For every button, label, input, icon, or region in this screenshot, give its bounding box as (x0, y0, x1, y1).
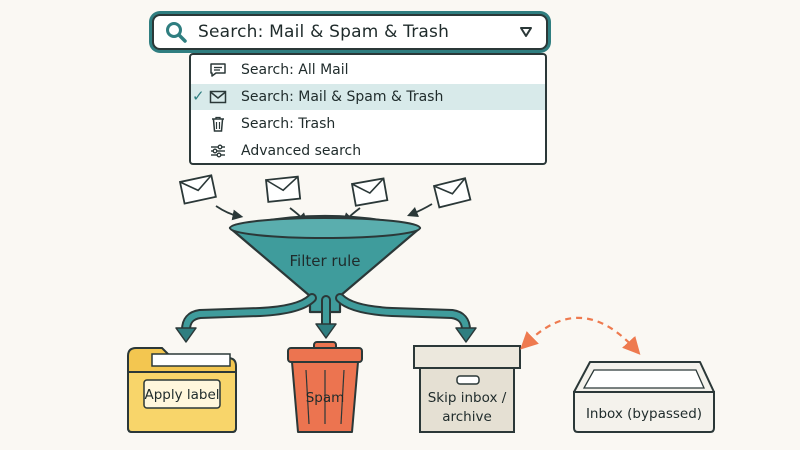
selected-check-icon: ✓ (192, 87, 205, 105)
search-scope-menu: Search: All Mail Search: Mail & Spam & T… (189, 53, 547, 165)
destination-label-apply-label: Apply label (144, 387, 219, 403)
sliders-icon (209, 143, 227, 159)
funnel-label: Filter rule (290, 252, 361, 270)
search-icon (162, 18, 190, 46)
chevron-down-icon[interactable] (516, 22, 536, 42)
arrow-head (175, 327, 197, 343)
menu-item-advanced-search[interactable]: Advanced search (191, 138, 545, 164)
destination-label-archive-line2: archive (442, 409, 492, 425)
destination-label-archive-line1: Skip inbox / (428, 390, 507, 406)
envelope-icon (350, 177, 389, 207)
bypass-arrow (520, 316, 641, 355)
envelope-icon (265, 175, 302, 203)
arrow-icon (406, 203, 433, 218)
envelope-icon (432, 177, 472, 209)
destination-label-inbox: Inbox (bypassed) (586, 406, 702, 422)
menu-item-trash[interactable]: Search: Trash (191, 111, 545, 137)
trash-icon (209, 116, 227, 132)
arrow-icon (215, 205, 244, 221)
menu-item-mail-spam-trash[interactable]: Search: Mail & Spam & Trash (191, 84, 545, 110)
inbox-tray-icon (573, 361, 715, 433)
menu-item-label: Search: Trash (241, 116, 336, 132)
envelope-icon (209, 89, 227, 105)
comment-icon (209, 62, 227, 78)
search-bar[interactable]: Search: Mail & Spam & Trash (152, 14, 548, 50)
menu-item-label: Search: All Mail (241, 62, 349, 78)
menu-item-label: Search: Mail & Spam & Trash (241, 89, 444, 105)
arrow-head (455, 327, 477, 343)
flow-pipes (181, 293, 471, 335)
menu-item-label: Advanced search (241, 143, 362, 159)
destination-label-spam: Spam (306, 390, 345, 406)
trash-can-icon (287, 341, 363, 433)
search-scope-value: Search: Mail & Spam & Trash (198, 22, 450, 42)
folder-icon (127, 347, 237, 433)
envelope-icon (178, 174, 217, 205)
arrow-head (315, 323, 337, 339)
archive-box-icon (413, 345, 521, 433)
menu-item-all-mail[interactable]: Search: All Mail (191, 57, 545, 83)
